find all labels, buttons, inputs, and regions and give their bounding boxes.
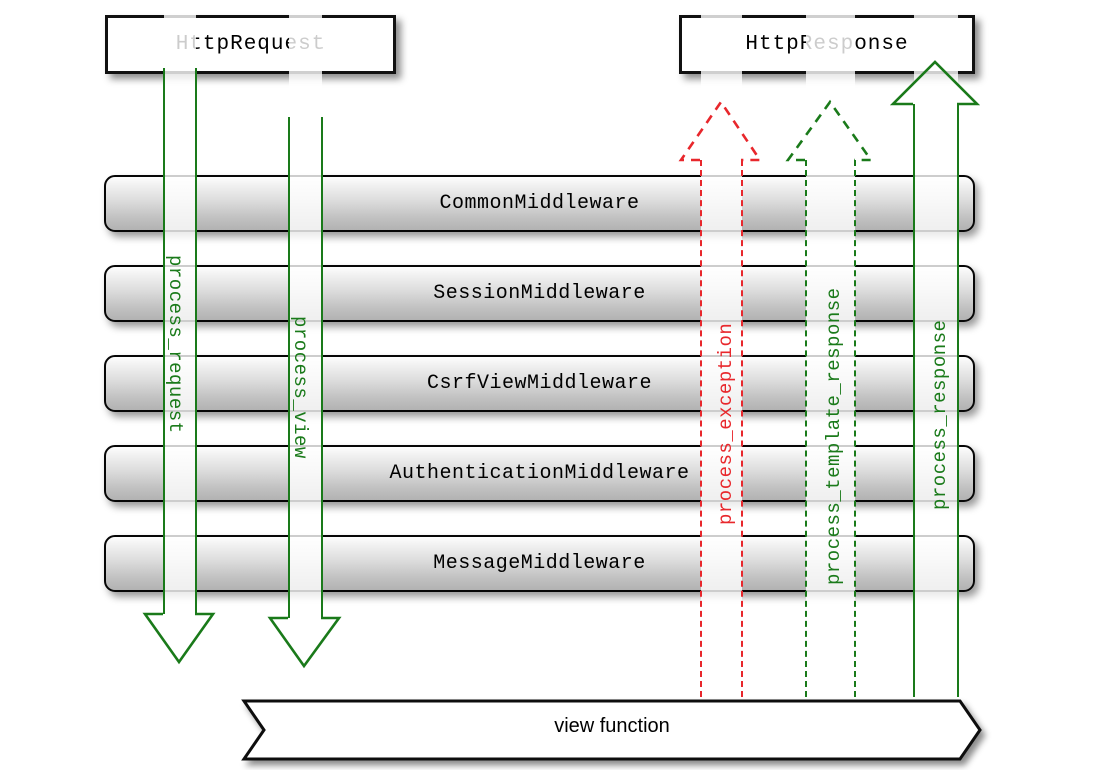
flowline-process-response-left [913,104,915,697]
httpresponse-label: HttpResponse [745,33,909,56]
hook-label-process-template-response: process_template_response [823,287,845,585]
arrowhead-process-template-response [785,99,874,162]
httprequest-label: HttpRequest [175,33,326,56]
middleware-label: AuthenticationMiddleware [389,462,690,485]
middleware-label: MessageMiddleware [433,552,646,575]
flowline-process-view-right [321,117,323,618]
flowline-process-view-left [288,117,290,618]
hook-label-process-exception: process_exception [715,322,737,525]
flowline-process-request-left [163,68,165,614]
middleware-label: SessionMiddleware [433,282,646,305]
view-function-box[interactable]: view function [244,697,980,755]
flowline-process-exception-left [700,160,702,697]
arrowhead-process-exception [678,99,763,162]
hook-label-process-view: process_view [289,316,311,459]
flowline-process-template-response-right [854,160,856,697]
hook-label-process-request: process_request [164,255,186,434]
httprequest-box: HttpRequest [105,15,396,74]
middleware-label: CsrfViewMiddleware [426,372,653,395]
httpresponse-box: HttpResponse [679,15,975,74]
middleware-bar-common[interactable]: CommonMiddleware [104,175,975,232]
flowline-process-exception-right [741,160,743,697]
arrowhead-process-view [267,616,342,669]
flowline-process-response-right [957,104,959,697]
flowline-process-request-right [195,68,197,614]
hook-label-process-response: process_response [929,319,951,510]
flowline-process-template-response-left [805,160,807,697]
arrowhead-process-request [142,612,216,665]
view-function-label: view function [554,714,670,737]
middleware-label: CommonMiddleware [439,192,640,215]
